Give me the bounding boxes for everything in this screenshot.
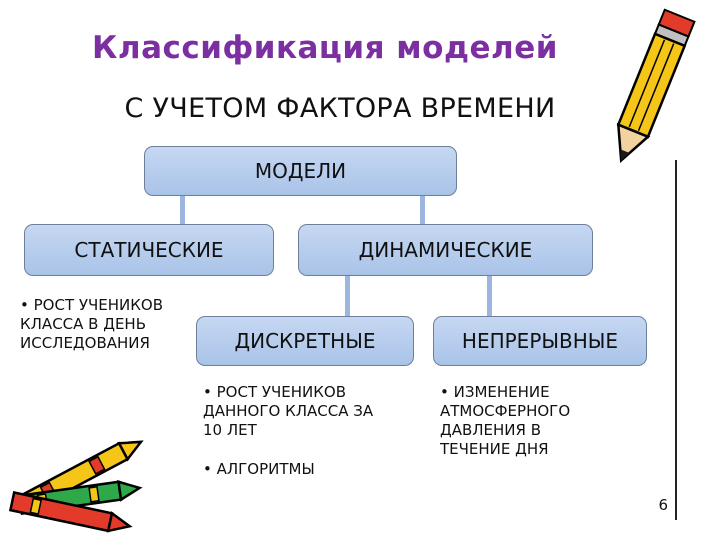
dynamic-models-box: ДИНАМИЧЕСКИЕ [298,224,593,276]
discrete-example-algorithms: • АЛГОРИТМЫ [203,460,315,478]
continuous-example-text: • ИЗМЕНЕНИЕ АТМОСФЕРНОГО ДАВЛЕНИЯ В ТЕЧЕ… [440,383,571,458]
root-models-label: МОДЕЛИ [254,159,347,183]
pencil-icon [616,8,696,163]
root-models-box: МОДЕЛИ [144,146,457,196]
continuous-models-box: НЕПРЕРЫВНЫЕ [433,316,647,366]
dynamic-models-label: ДИНАМИЧЕСКИЕ [358,238,533,262]
static-models-box: СТАТИЧЕСКИЕ [24,224,274,276]
continuous-models-label: НЕПРЕРЫВНЫЕ [461,329,619,353]
connector-root-static [180,196,185,224]
page-title: Классификация моделей [92,30,558,66]
page-subtitle: С УЧЕТОМ ФАКТОРА ВРЕМЕНИ [124,93,556,124]
static-models-label: СТАТИЧЕСКИЕ [74,238,224,262]
discrete-models-label: ДИСКРЕТНЫЕ [234,329,376,353]
page-number: 6 [658,496,668,514]
connector-dynamic-discrete [345,276,350,316]
crayons-icon [8,440,144,533]
discrete-example-text: • РОСТ УЧЕНИКОВ ДАННОГО КЛАССА ЗА 10 ЛЕТ [203,383,374,439]
page-edge-line [675,160,677,520]
static-example-text: • РОСТ УЧЕНИКОВ КЛАССА В ДЕНЬ ИССЛЕДОВАН… [20,296,164,352]
connector-root-dynamic [420,196,425,224]
connector-dynamic-continuous [487,276,492,316]
discrete-models-box: ДИСКРЕТНЫЕ [196,316,414,366]
